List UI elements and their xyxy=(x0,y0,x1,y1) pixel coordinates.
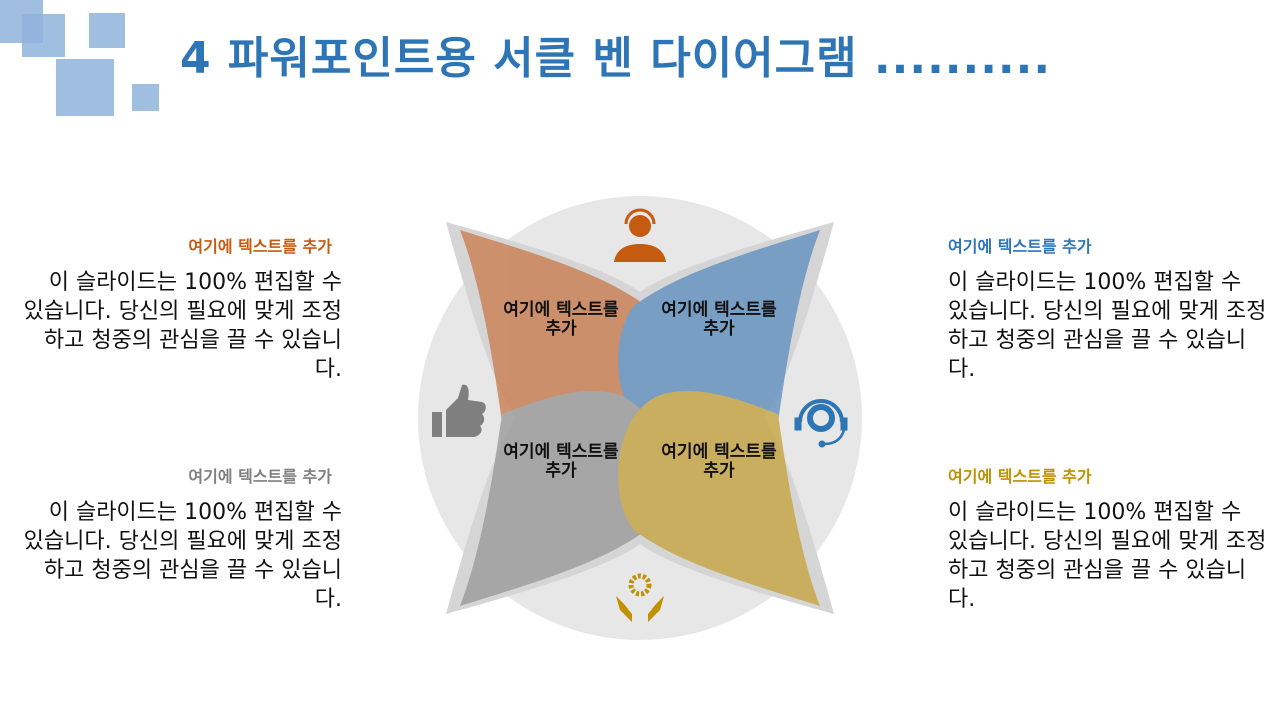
block-body: 이 슬라이드는 100% 편집할 수 있습니다. 당신의 필요에 맞게 조정하고… xyxy=(948,270,1267,382)
block-body: 이 슬라이드는 100% 편집할 수 있습니다. 당신의 필요에 맞게 조정하고… xyxy=(948,500,1267,612)
thumbs-up-icon xyxy=(432,384,486,437)
block-body: 이 슬라이드는 100% 편집할 수 있습니다. 당신의 필요에 맞게 조정하고… xyxy=(23,270,342,382)
hands-gear-icon xyxy=(616,573,664,622)
block-heading: 여기에 텍스트를 추가 xyxy=(948,467,1092,486)
block-heading: 여기에 텍스트를 추가 xyxy=(948,237,1092,256)
page-title: 4 파워포인트용 서클 벤 다이어그램 .......... xyxy=(180,33,1052,84)
petal-label: 여기에 텍스트를 추가 xyxy=(503,442,619,481)
petal-label: 여기에 텍스트를 추가 xyxy=(661,300,777,339)
deco-square xyxy=(22,14,65,57)
block-heading: 여기에 텍스트를 추가 xyxy=(188,237,332,256)
support-agent-icon xyxy=(614,208,666,262)
deco-square xyxy=(89,13,125,48)
block-body: 이 슬라이드는 100% 편집할 수 있습니다. 당신의 필요에 맞게 조정하고… xyxy=(23,500,342,612)
headset-gear-icon xyxy=(794,399,848,448)
petal-label: 여기에 텍스트를 추가 xyxy=(661,442,777,481)
deco-square xyxy=(132,84,159,111)
deco-square xyxy=(56,59,114,116)
block-heading: 여기에 텍스트를 추가 xyxy=(188,467,332,486)
petal-label: 여기에 텍스트를 추가 xyxy=(503,300,619,339)
